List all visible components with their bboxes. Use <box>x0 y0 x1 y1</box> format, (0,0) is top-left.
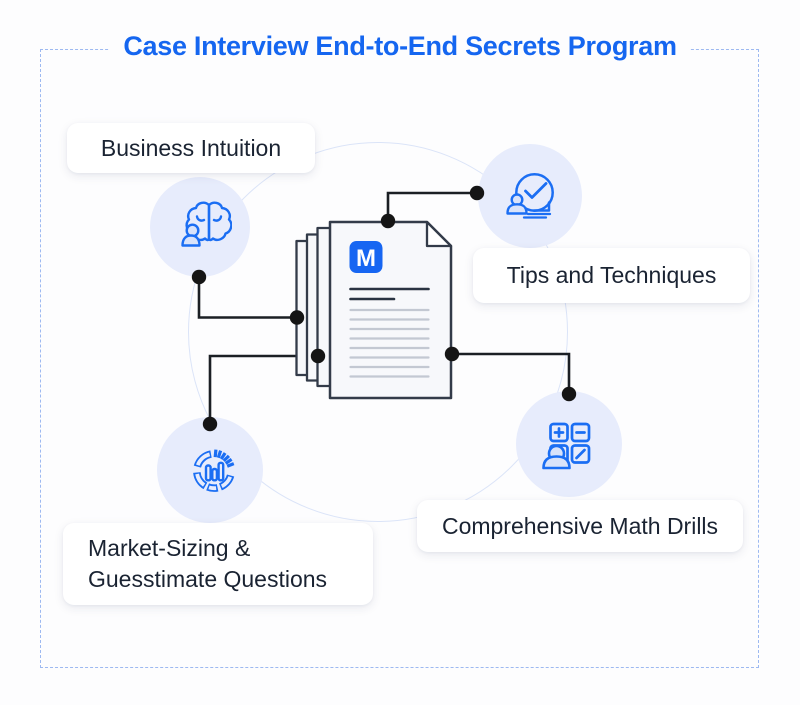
label-tips: Tips and Techniques <box>506 262 717 288</box>
document-heading-lines <box>349 287 430 301</box>
person-calculator-icon <box>542 422 591 470</box>
document-text-lines <box>349 308 430 378</box>
connector-tips <box>386 191 477 221</box>
dot-tips-doc <box>380 213 396 229</box>
label-card-math: Comprehensive Math Drills <box>417 500 743 552</box>
check-mark <box>524 182 548 199</box>
person-body <box>506 203 528 215</box>
connector-math <box>452 352 571 394</box>
label-market-line1: Market-Sizing & <box>88 535 251 561</box>
connectors <box>197 191 571 424</box>
center-bars <box>204 461 225 482</box>
brain-person-icon <box>181 201 232 247</box>
node-circle-market <box>157 417 263 523</box>
label-market-line2: Guesstimate Questions <box>88 566 328 592</box>
dot-market-doc <box>310 348 326 364</box>
dot-math-doc <box>444 346 460 362</box>
connector-business <box>197 277 297 319</box>
diagram-title: Case Interview End-to-End Secrets Progra… <box>109 29 691 63</box>
bubble-tail <box>532 201 551 212</box>
node-circle-business <box>150 177 250 277</box>
label-card-market: Market-Sizing & Guesstimate Questions <box>63 523 373 605</box>
dot-market-circle <box>202 416 218 432</box>
dot-business-doc <box>289 310 305 325</box>
person-check-bubble-icon <box>506 173 554 219</box>
node-circle-math <box>516 391 622 497</box>
person-body <box>542 455 571 470</box>
label-card-business: Business Intuition <box>67 123 315 173</box>
node-circle-tips <box>478 144 582 248</box>
dot-tips-circle <box>469 185 485 201</box>
folded-corner <box>425 220 453 248</box>
person-body <box>181 234 201 247</box>
brain-fold-left <box>195 215 206 222</box>
label-card-tips: Tips and Techniques <box>473 248 750 303</box>
background-circle <box>188 142 568 522</box>
logo-letter: M <box>356 245 376 272</box>
connector-dots <box>191 185 577 432</box>
label-math: Comprehensive Math Drills <box>441 512 719 539</box>
brain-right-lobe <box>207 201 232 242</box>
logo-badge <box>349 241 383 273</box>
label-business: Business Intuition <box>100 134 282 161</box>
document-content: M <box>349 241 430 378</box>
pie-bar-chart-icon <box>193 449 235 492</box>
dot-math-circle <box>561 386 577 402</box>
connector-market <box>208 354 318 424</box>
gauge-ticks <box>213 449 235 468</box>
brain-fold-right <box>212 215 223 222</box>
dot-business-circle <box>191 269 207 285</box>
ring-segments <box>193 450 235 492</box>
